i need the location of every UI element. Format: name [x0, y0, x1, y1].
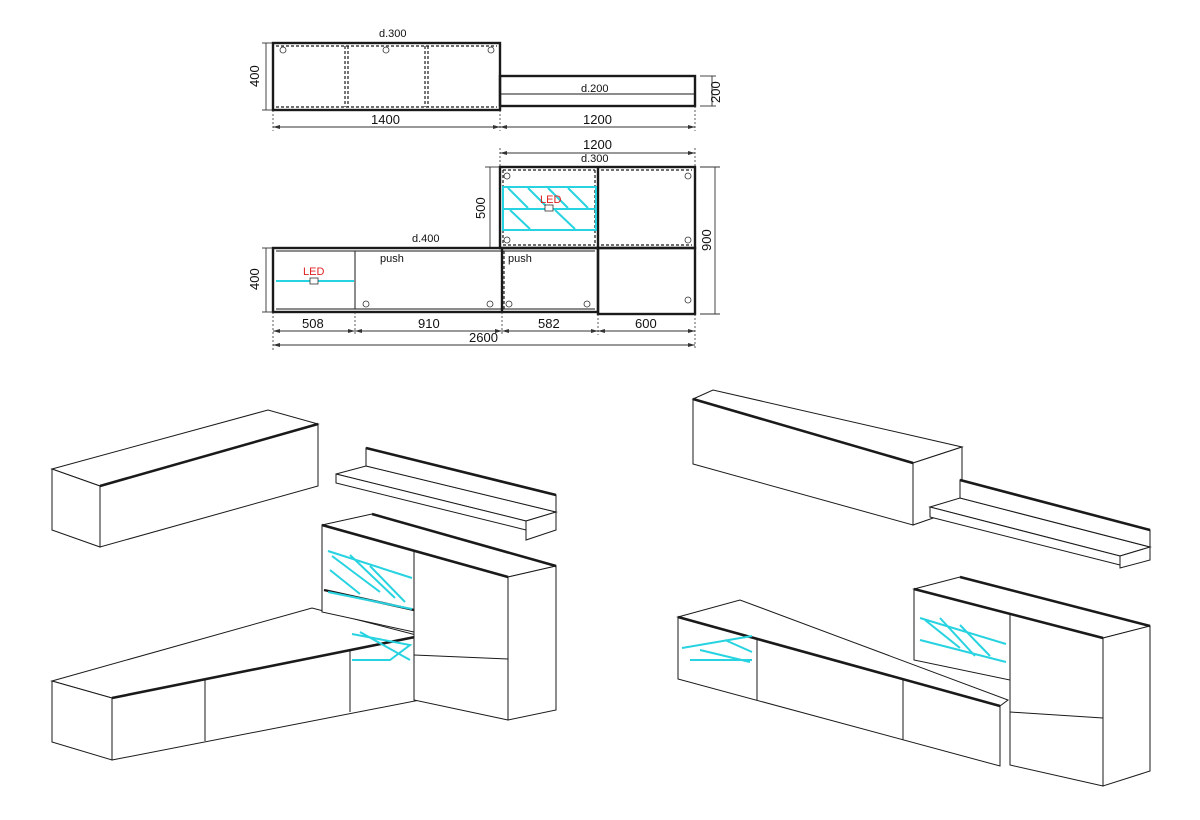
- upper-led-glass: [502, 186, 597, 231]
- shelf-depth-label: d.200: [581, 83, 609, 95]
- base-height-label: 400: [247, 268, 262, 290]
- upper-display-cabinet: [498, 165, 697, 250]
- upper-led-label: LED: [540, 194, 561, 206]
- iso-left-base-unit: [50, 607, 421, 761]
- push-label-2: push: [508, 253, 532, 265]
- iso-left-wall-cabinet: [50, 409, 320, 548]
- top-cabinet-width-label: 1400: [371, 112, 400, 127]
- push-label-1: push: [380, 253, 404, 265]
- lower-led-glass: [276, 277, 354, 285]
- top-cabinet-height-label: 400: [247, 65, 262, 87]
- base-depth-label: d.400: [412, 233, 440, 245]
- segment-label-1: 508: [302, 316, 324, 331]
- total-height-label: 900: [699, 229, 714, 251]
- upper-height-label: 500: [473, 197, 488, 219]
- iso-left-shelf: [335, 446, 558, 541]
- iso-right-wall-cabinet: [691, 389, 964, 526]
- shelf-height-label: 200: [708, 81, 723, 103]
- upper-cabinet-depth-label: d.300: [581, 153, 609, 165]
- iso-left-tall-cabinet: [321, 512, 557, 721]
- isometric-view-left: [50, 409, 558, 761]
- tall-cabinet-lower: [596, 246, 697, 316]
- top-wall-cabinet: [271, 41, 502, 112]
- upper-cabinet-width-label: 1200: [583, 137, 612, 152]
- total-width-label: 2600: [469, 330, 498, 345]
- isometric-view-right: [676, 389, 1152, 787]
- lower-led-label: LED: [303, 266, 324, 278]
- iso-right-tall-cabinet: [912, 575, 1151, 787]
- wall-shelf: [498, 74, 697, 108]
- shelf-width-label: 1200: [583, 112, 612, 127]
- segment-label-3: 582: [538, 316, 560, 331]
- iso-right-shelf: [928, 478, 1152, 569]
- front-elevation: d.300 400 d.200 200 1400 1200: [247, 28, 723, 350]
- top-cabinet-depth-label: d.300: [379, 28, 407, 40]
- segment-label-2: 910: [418, 316, 440, 331]
- segment-label-4: 600: [635, 316, 657, 331]
- iso-right-base-unit: [676, 599, 1010, 767]
